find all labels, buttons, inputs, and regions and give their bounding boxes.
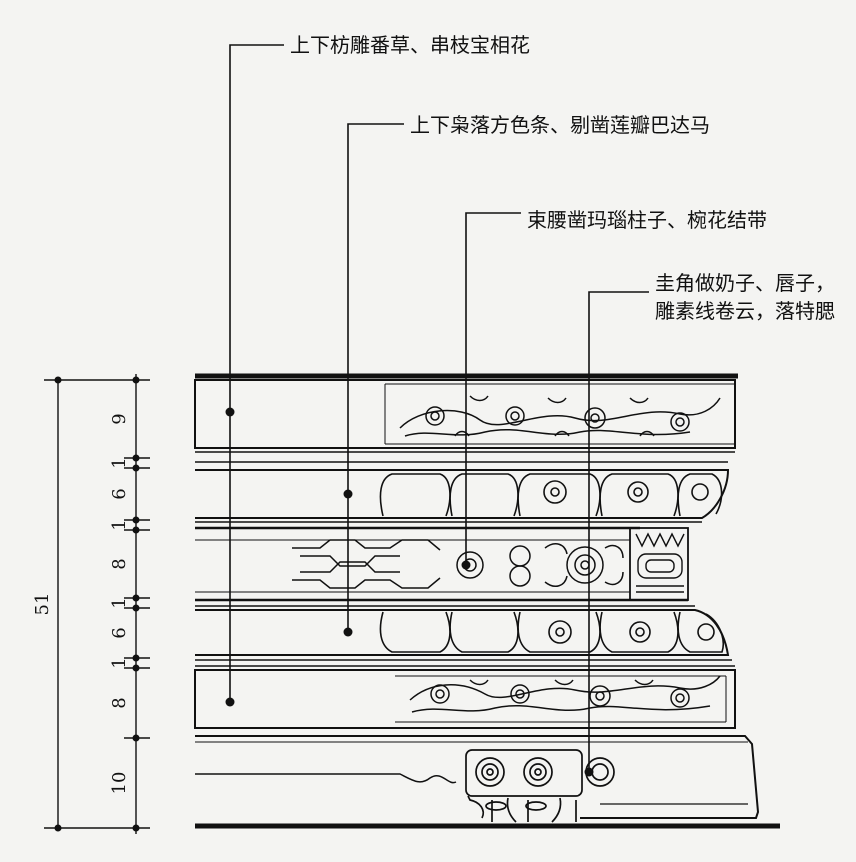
dimension-dots xyxy=(54,376,140,832)
leader-guijiao xyxy=(588,291,649,772)
guijiao-cloud-scrolls xyxy=(465,749,615,823)
leader-dot-shuyao xyxy=(461,560,471,570)
upper-xiao xyxy=(195,469,730,519)
upper-lotus-petals xyxy=(379,473,723,517)
leader-shuyao xyxy=(465,212,521,565)
dim-upper-strip-2: 1 xyxy=(109,519,130,530)
guijiao xyxy=(195,735,760,819)
callout-xiao-label: 上下枭落方色条、剔凿莲瓣巴达马 xyxy=(410,113,710,137)
dim-upper-strip-1: 1 xyxy=(109,457,130,468)
dim-guijiao: 10 xyxy=(109,772,130,795)
dim-upper-fang: 9 xyxy=(109,413,130,424)
dim-upper-xiao: 6 xyxy=(109,488,130,499)
dim-shuyao: 8 xyxy=(109,558,130,569)
agate-column-detail xyxy=(635,532,685,593)
lower-fang xyxy=(194,669,736,729)
dim-lower-fang: 8 xyxy=(109,697,130,708)
lower-fang-scroll-ornament xyxy=(409,675,721,713)
leader-dot-fang-lower xyxy=(225,697,235,707)
dim-lower-strip-2: 1 xyxy=(109,657,130,668)
upper-fang xyxy=(194,379,736,449)
lower-lotus-petals xyxy=(379,611,724,653)
upper-fang-scroll-ornament xyxy=(399,395,721,437)
callout-shuyao-label: 束腰凿玛瑙柱子、椀花结带 xyxy=(527,208,767,232)
callout-fang-label: 上下枋雕番草、串枝宝相花 xyxy=(290,33,530,57)
leader-dot-xiao-upper xyxy=(343,489,353,499)
dimension-chain xyxy=(44,374,150,834)
leader-fang xyxy=(229,44,284,702)
dim-total: 51 xyxy=(32,593,53,616)
leader-dot-fang-upper xyxy=(225,407,235,417)
dim-lower-strip-1: 1 xyxy=(109,597,130,608)
shuyao-ribbon-ornament xyxy=(292,539,624,589)
callout-guijiao-label-line2: 雕素线卷云，落特腮 xyxy=(655,299,835,323)
leader-dot-xiao-lower xyxy=(343,627,353,637)
dim-lower-xiao: 6 xyxy=(109,627,130,638)
callout-labels: 上下枋雕番草、串枝宝相花 上下枭落方色条、剔凿莲瓣巴达马 束腰凿玛瑙柱子、椀花结… xyxy=(290,33,835,323)
callout-guijiao-label-line1: 圭角做奶子、唇子， xyxy=(655,271,835,295)
lower-xiao xyxy=(195,609,730,656)
dimension-values: 51 9 1 6 1 8 1 6 1 8 10 xyxy=(32,413,130,794)
